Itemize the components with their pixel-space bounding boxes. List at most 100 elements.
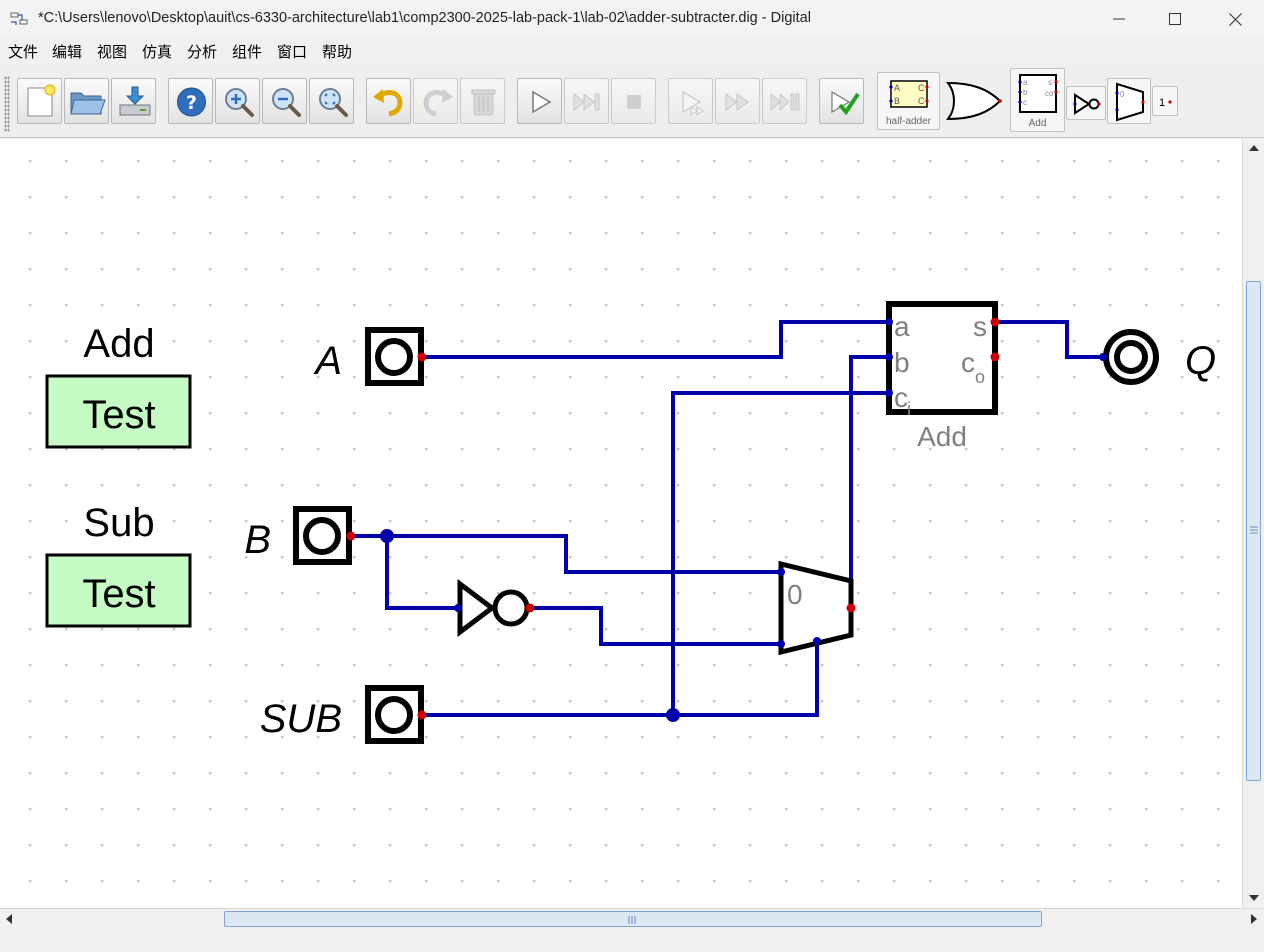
wire-b-to-not[interactable]	[385, 536, 458, 610]
wire-adder-to-output[interactable]	[995, 320, 1103, 359]
wire-sub-to-mux-select[interactable]	[422, 641, 819, 717]
undo-icon	[373, 89, 403, 117]
menu-view[interactable]: 视图	[97, 43, 128, 61]
mux-input0-pin	[777, 568, 785, 576]
input-a-label: A	[313, 339, 342, 383]
run-to-break-button[interactable]	[762, 78, 807, 124]
status-bar	[0, 928, 1264, 952]
output-q[interactable]: Q	[1099, 329, 1216, 385]
redo-icon	[423, 89, 453, 117]
redo-button[interactable]	[413, 78, 458, 124]
menu-help[interactable]: 帮助	[322, 43, 353, 61]
zoom-out-button[interactable]	[262, 78, 307, 124]
zoom-in-button[interactable]	[215, 78, 260, 124]
stop-button[interactable]	[611, 78, 656, 124]
wire-sub-to-carry-in[interactable]	[671, 391, 889, 715]
test-case-sub-box[interactable]	[45, 553, 192, 628]
menu-edit[interactable]: 编辑	[52, 43, 83, 61]
adder-pin-a-label: a	[894, 311, 910, 342]
add-icon-pin-b: b	[1023, 88, 1028, 97]
run-to-break-icon	[770, 92, 800, 112]
run-simulation-button[interactable]	[517, 78, 562, 124]
half-adder-pin-b: B	[894, 96, 900, 106]
horizontal-scroll-thumb[interactable]	[224, 911, 1042, 927]
wire-junction-sub	[666, 708, 680, 722]
wire-b-to-mux[interactable]	[351, 534, 781, 574]
not-gate-icon	[1073, 93, 1101, 115]
test-case-sub[interactable]: Sub Test	[45, 501, 192, 628]
output-q-label: Q	[1185, 339, 1216, 383]
scroll-up-icon[interactable]	[1248, 143, 1260, 153]
component-constant[interactable]: 1	[1152, 86, 1178, 116]
test-case-add[interactable]: Add Test	[45, 322, 192, 449]
window-title: *C:\Users\lenovo\Desktop\auit\cs-6330-ar…	[38, 10, 811, 26]
input-b-label: B	[244, 518, 271, 562]
fast-forward-icon	[725, 93, 749, 111]
multiplexer[interactable]: 0	[777, 560, 856, 656]
svg-text:?: ?	[186, 92, 197, 114]
undo-button[interactable]	[366, 78, 411, 124]
micro-step-button[interactable]	[668, 78, 713, 124]
add-icon: a b c s co	[1018, 74, 1058, 113]
test-case-add-box[interactable]	[45, 374, 192, 449]
component-half-adder[interactable]: A B C C half-adder	[877, 72, 940, 130]
adder-pin-co-label: c	[961, 347, 975, 378]
input-b[interactable]: B	[244, 506, 356, 565]
half-adder-icon: A B C C	[889, 80, 929, 108]
component-or-gate[interactable]	[941, 72, 1007, 130]
vertical-scrollbar[interactable]	[1242, 139, 1264, 908]
circuit-canvas[interactable]: Add Test Sub Test A B SUB	[0, 139, 1242, 908]
zoom-out-icon	[272, 88, 301, 117]
fast-forward-button[interactable]	[715, 78, 760, 124]
step-button[interactable]	[564, 78, 609, 124]
minimize-icon	[1113, 18, 1125, 20]
mux-select-label: 0	[787, 579, 803, 610]
run-tests-button[interactable]	[819, 78, 864, 124]
menu-simulation[interactable]: 仿真	[142, 43, 173, 61]
adder-pin-ci-sub-label: i	[907, 399, 911, 419]
save-file-button[interactable]	[111, 78, 156, 124]
horizontal-scrollbar[interactable]	[0, 908, 1264, 928]
scroll-left-icon[interactable]	[4, 913, 14, 925]
adder-pin-s-label: s	[973, 311, 987, 342]
maximize-button[interactable]	[1146, 0, 1204, 38]
zoom-fit-button[interactable]	[309, 78, 354, 124]
delete-button[interactable]	[460, 78, 505, 124]
new-file-button[interactable]	[17, 78, 62, 124]
minimize-button[interactable]	[1090, 0, 1148, 38]
add-icon-pin-c: c	[1023, 98, 1027, 107]
component-add[interactable]: a b c s co Add	[1010, 68, 1065, 132]
scroll-down-icon[interactable]	[1248, 893, 1260, 903]
component-not-gate[interactable]	[1066, 86, 1106, 120]
not-gate-output-pin	[525, 603, 535, 613]
menu-components[interactable]: 组件	[232, 43, 263, 61]
menu-file[interactable]: 文件	[8, 43, 39, 61]
adder-label: Add	[917, 421, 967, 452]
wire-mux-to-adder-b[interactable]	[849, 355, 889, 608]
component-multiplexer[interactable]: 0	[1107, 78, 1151, 124]
menu-window[interactable]: 窗口	[277, 43, 308, 61]
menu-analysis[interactable]: 分析	[187, 43, 218, 61]
step-icon	[573, 92, 600, 112]
close-button[interactable]	[1206, 0, 1264, 38]
adder-ci-pin	[885, 389, 893, 397]
mux-input1-pin	[777, 640, 785, 648]
adder-pin-b-label: b	[894, 347, 910, 378]
toolbar-grip[interactable]	[4, 76, 10, 132]
vertical-scroll-thumb[interactable]	[1246, 281, 1261, 781]
wire-a-to-adder[interactable]	[422, 320, 889, 359]
adder[interactable]: a b c i s c o Add	[885, 301, 1000, 452]
mux-icon-label: 0	[1120, 90, 1125, 99]
micro-step-icon	[682, 90, 704, 116]
not-gate[interactable]	[454, 579, 535, 637]
trash-icon	[471, 89, 496, 116]
input-sub[interactable]: SUB	[260, 685, 427, 744]
scroll-right-icon[interactable]	[1249, 913, 1259, 925]
open-file-button[interactable]	[64, 78, 109, 124]
input-sub-label: SUB	[260, 697, 342, 741]
wire-not-to-mux[interactable]	[530, 606, 781, 646]
help-button[interactable]: ?	[168, 78, 213, 124]
input-a[interactable]: A	[313, 327, 427, 386]
folder-open-icon	[70, 92, 106, 115]
not-gate-input-pin	[454, 604, 462, 612]
